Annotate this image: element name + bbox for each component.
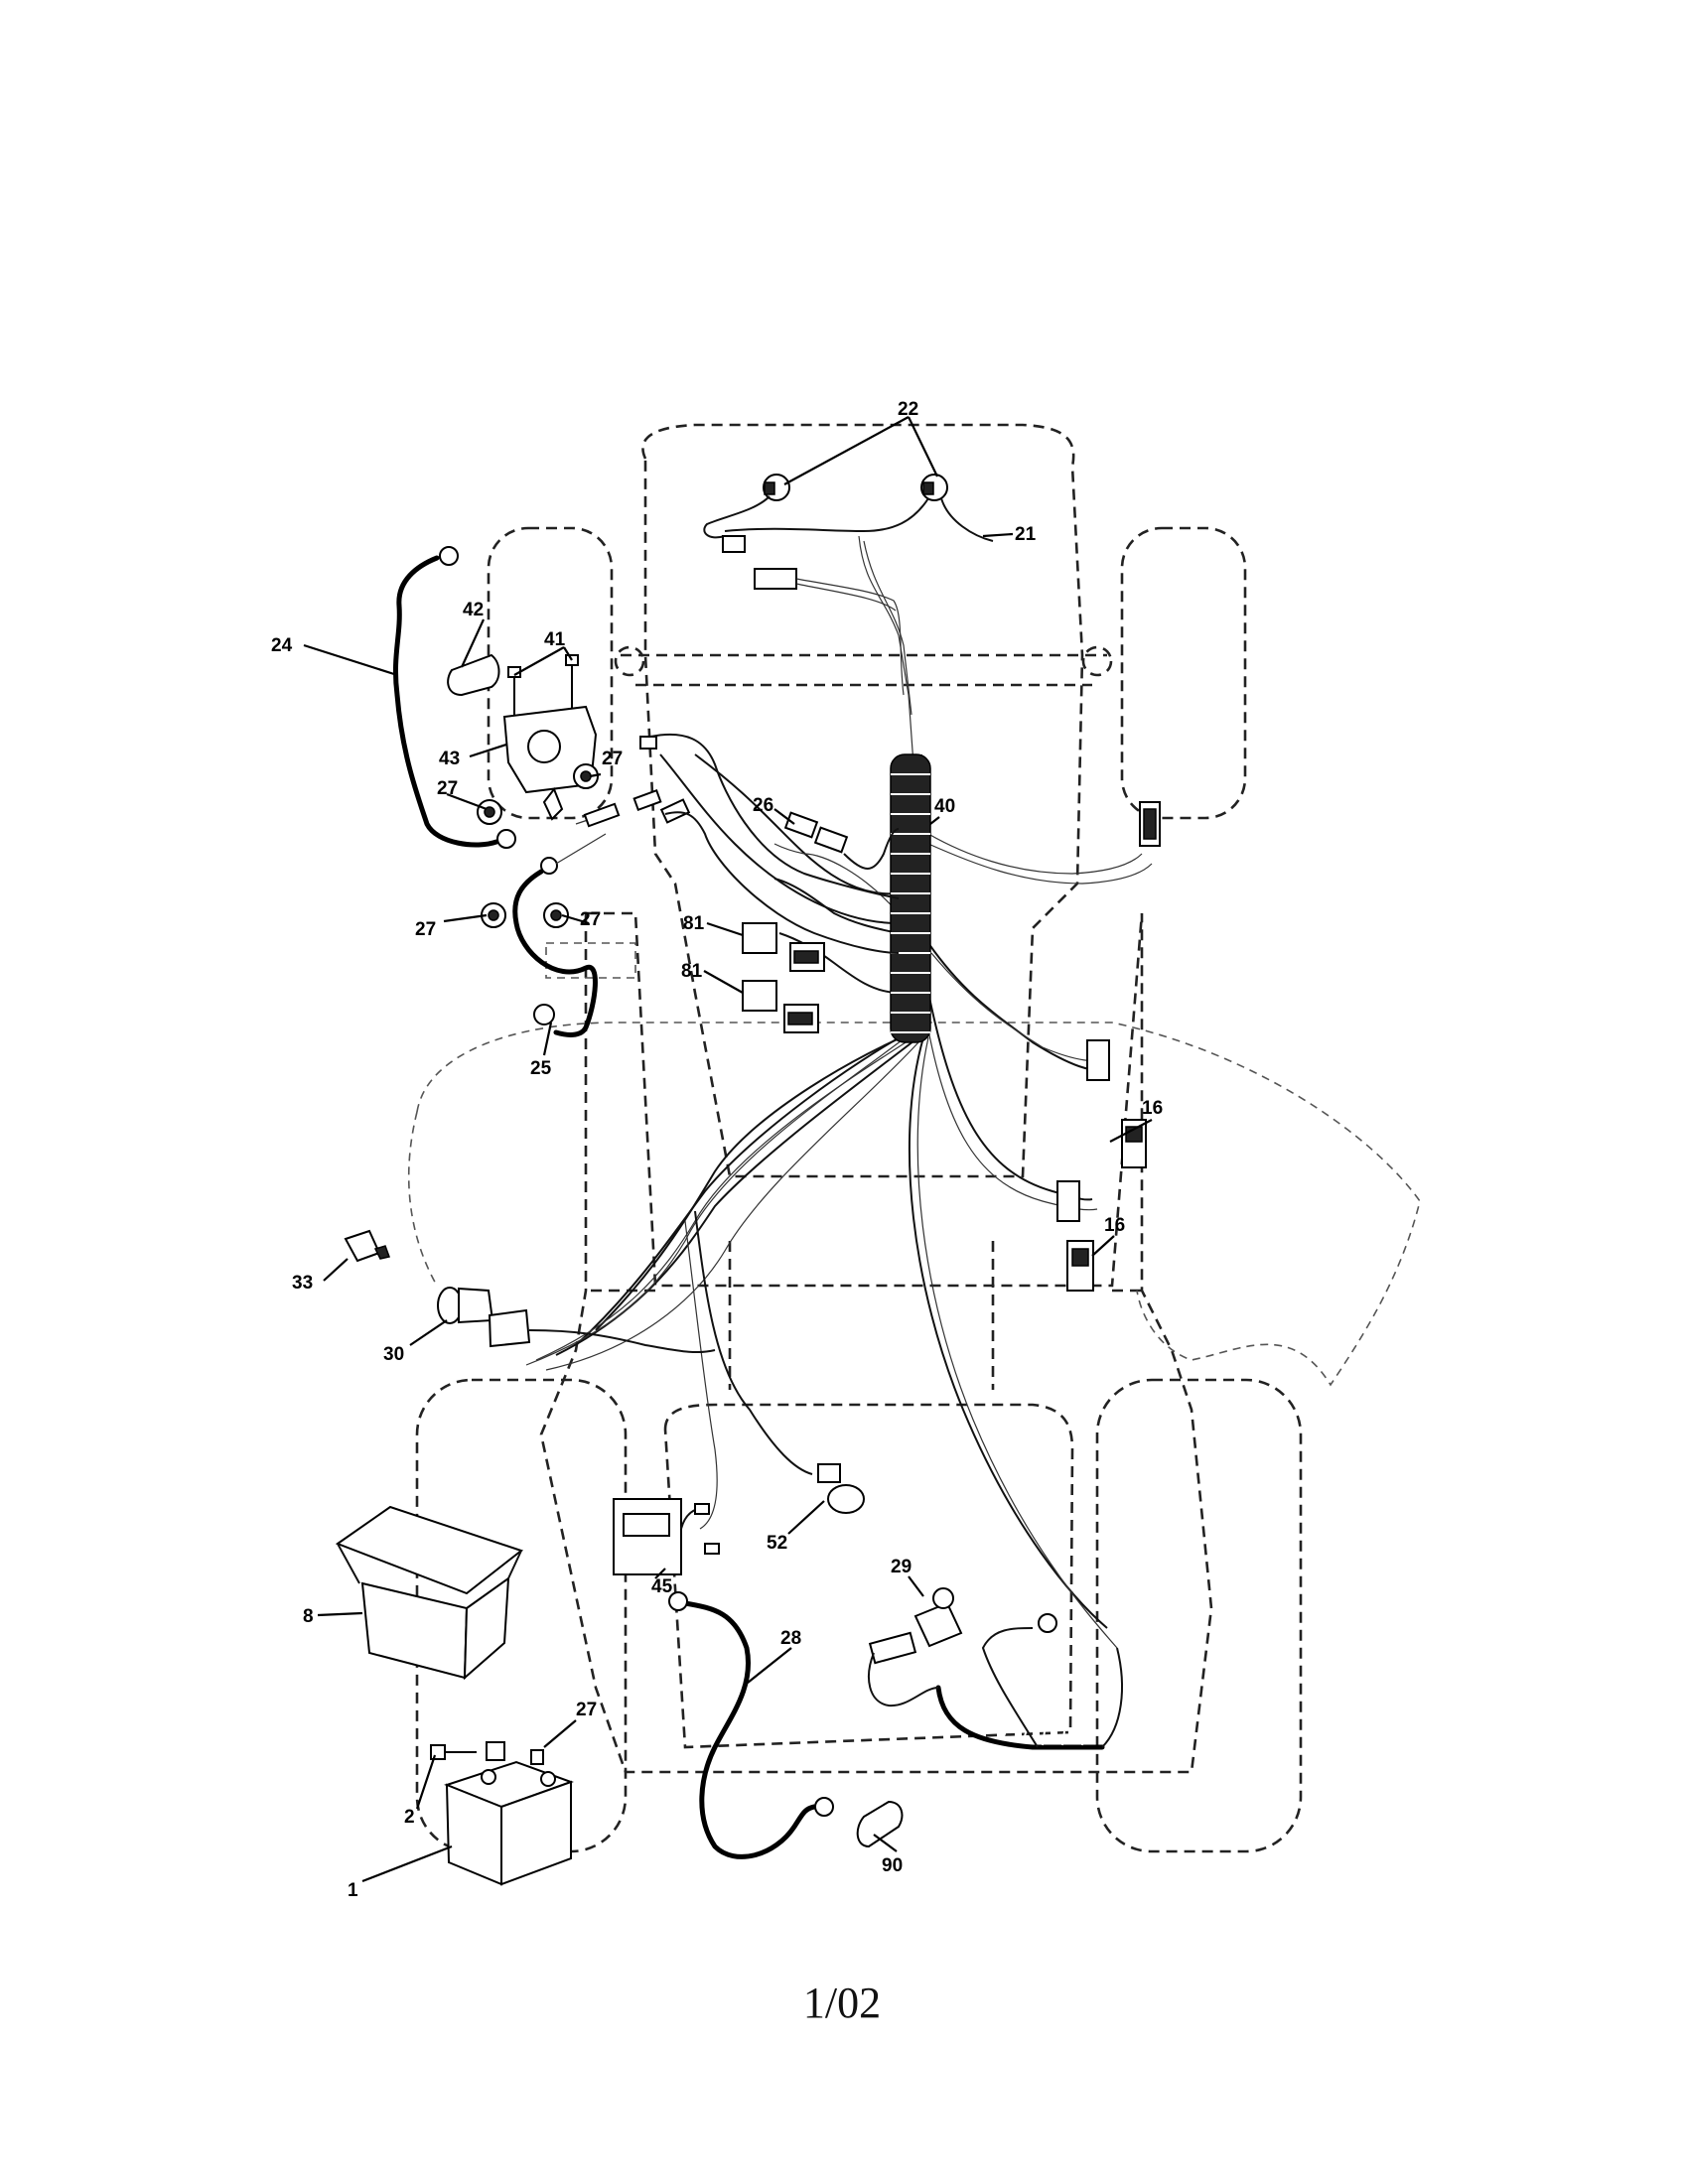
callout-90: 90	[882, 1855, 903, 1876]
callout-8: 8	[303, 1606, 314, 1627]
frame-outline	[539, 911, 1213, 1774]
callout-27-d: 27	[580, 909, 601, 930]
starter-solenoid	[502, 705, 598, 821]
front-axle-outline	[621, 653, 1107, 687]
frame-inner-line	[586, 1241, 1142, 1390]
callout-25: 25	[530, 1058, 552, 1079]
callout-27-b: 27	[437, 778, 458, 799]
callout-45: 45	[651, 1576, 673, 1597]
callout-28: 28	[780, 1628, 801, 1649]
mower-deck-outline	[407, 1022, 1421, 1387]
callout-labels: 22 21 24 42 41 43 27 27 27 27 26 40 81 8…	[271, 399, 1163, 1901]
callout-40: 40	[934, 796, 955, 817]
callout-26: 26	[753, 795, 773, 816]
switches	[1056, 1039, 1147, 1292]
front-pivot-left	[614, 645, 645, 677]
rear-ground-terminal	[1038, 1613, 1057, 1633]
connector-26	[783, 811, 900, 870]
relays	[742, 922, 825, 1033]
hex-nuts	[477, 763, 599, 1765]
ignition-switch	[437, 1287, 716, 1354]
upper-connectors	[639, 733, 900, 954]
right-fender-connector	[1139, 801, 1161, 847]
hour-meter	[613, 1498, 720, 1575]
callout-81-a: 81	[683, 913, 705, 934]
callout-21: 21	[1015, 524, 1037, 545]
battery-bolt	[430, 1741, 505, 1761]
seat-switch	[868, 1587, 963, 1707]
front-wheel-right	[1120, 526, 1247, 820]
headlight-harness	[703, 495, 994, 696]
battery-tray	[335, 1505, 524, 1681]
callout-41: 41	[544, 629, 566, 650]
seat-deck-outline	[663, 1403, 1074, 1749]
callout-27-c: 27	[415, 919, 436, 940]
hood-outline	[641, 423, 1084, 1178]
callout-81-b: 81	[681, 961, 703, 982]
callout-16-a: 16	[1142, 1098, 1163, 1119]
rear-coil-cable	[935, 1627, 1123, 1750]
callout-43: 43	[439, 749, 460, 769]
terminal-boot	[856, 1800, 904, 1848]
callout-24: 24	[271, 635, 293, 656]
headlight-bulbs	[763, 474, 948, 501]
leader-lines	[303, 416, 1153, 1883]
ground-cable	[668, 1591, 834, 1859]
seat-bulb	[817, 1463, 865, 1514]
battery-cable	[392, 546, 516, 849]
callout-16-b: 16	[1104, 1215, 1125, 1236]
callout-29: 29	[891, 1557, 912, 1577]
callout-42: 42	[463, 600, 484, 620]
callout-27-e: 27	[576, 1700, 597, 1720]
callout-33: 33	[292, 1273, 313, 1294]
callout-2: 2	[404, 1807, 415, 1828]
ignition-key	[344, 1229, 390, 1263]
page-number: 1/02	[802, 1979, 882, 2027]
solenoid-boot	[447, 653, 500, 697]
callout-22: 22	[898, 399, 918, 420]
front-pivot-right	[1081, 645, 1113, 677]
coil-cable	[890, 753, 931, 1043]
callout-1: 1	[348, 1880, 358, 1901]
rear-wheel-right	[1095, 1378, 1303, 1853]
callout-30: 30	[383, 1344, 404, 1365]
callout-52: 52	[767, 1533, 787, 1554]
starter-cable	[512, 788, 662, 1037]
battery	[444, 1760, 574, 1886]
callout-27-a: 27	[602, 749, 623, 769]
